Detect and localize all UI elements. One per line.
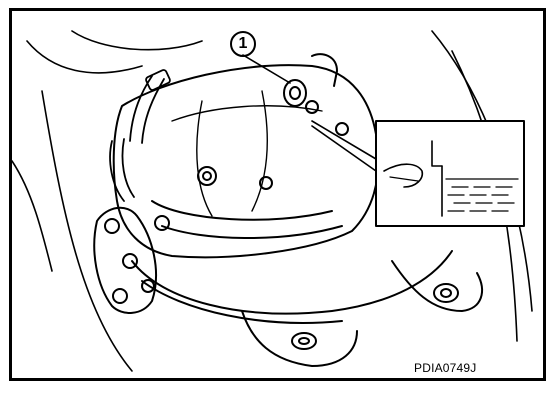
oil-fill-lines [445, 178, 519, 212]
figure-code: PDIA0749J [414, 361, 477, 375]
figure-frame: 1 PDIA0749J [9, 8, 546, 381]
oil-level-inset [375, 120, 525, 227]
differential-carrier-illustration [12, 30, 533, 372]
left-flange [93, 206, 158, 314]
callout-circle [230, 31, 256, 57]
callout-leader [242, 54, 291, 84]
detail-pointer [311, 120, 377, 172]
carrier-cover [112, 64, 380, 259]
lower-housing [131, 250, 483, 367]
filler-plug [283, 53, 338, 107]
callout-number: 1 [238, 35, 248, 52]
vent-hose [109, 69, 171, 202]
cover-bolts [154, 100, 349, 231]
